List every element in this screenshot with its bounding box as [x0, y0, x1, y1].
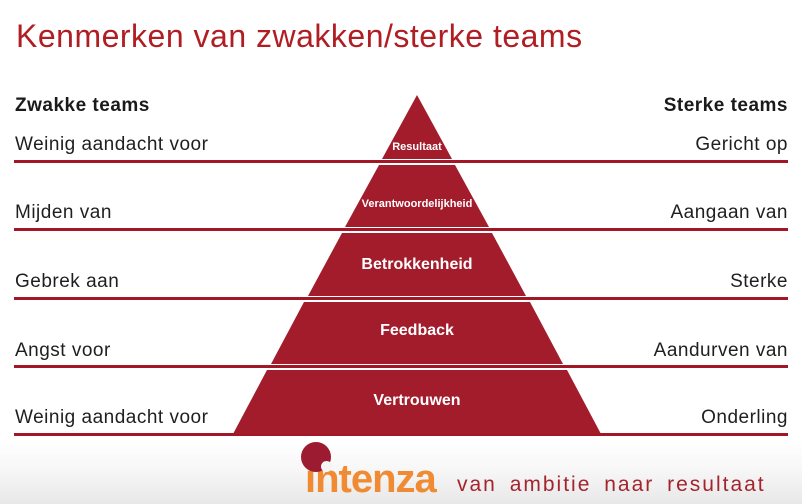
divider-line-5: [14, 433, 788, 436]
left-column-header: Zwakke teams: [15, 95, 150, 116]
pyramid-level-label-4: Feedback: [380, 322, 454, 339]
page-title: Kenmerken van zwakken/sterke teams: [16, 18, 583, 54]
pyramid-level-label-2: Verantwoordelijkheid: [361, 198, 473, 210]
footer-band: [0, 440, 802, 504]
left-item-2: Mijden van: [15, 202, 112, 223]
right-column-header: Sterke teams: [663, 95, 788, 116]
divider-line-2: [14, 228, 788, 231]
pyramid-level-label-1: Resultaat: [392, 141, 442, 153]
intenza-logo-ball-notch-icon: [321, 461, 332, 472]
divider-line-1: [14, 160, 788, 163]
right-item-4: Aandurven van: [653, 340, 788, 361]
left-item-3: Gebrek aan: [15, 271, 120, 292]
pyramid-segment-verantwoordelijkheid: [345, 165, 489, 227]
pyramid-level-label-3: Betrokkenheid: [361, 256, 473, 273]
divider-line-3: [14, 297, 788, 300]
left-item-1: Weinig aandacht voor: [15, 134, 209, 155]
right-item-5: Onderling: [701, 407, 788, 428]
right-item-2: Aangaan van: [670, 202, 788, 223]
right-item-1: Gericht op: [695, 134, 788, 155]
divider-line-4: [14, 365, 788, 368]
logo-tagline: van ambitie naar resultaat: [457, 473, 766, 496]
left-item-5: Weinig aandacht voor: [15, 407, 209, 428]
pyramid-level-label-5: Vertrouwen: [373, 392, 461, 409]
left-item-4: Angst voor: [15, 340, 111, 361]
right-item-3: Sterke: [730, 271, 788, 292]
